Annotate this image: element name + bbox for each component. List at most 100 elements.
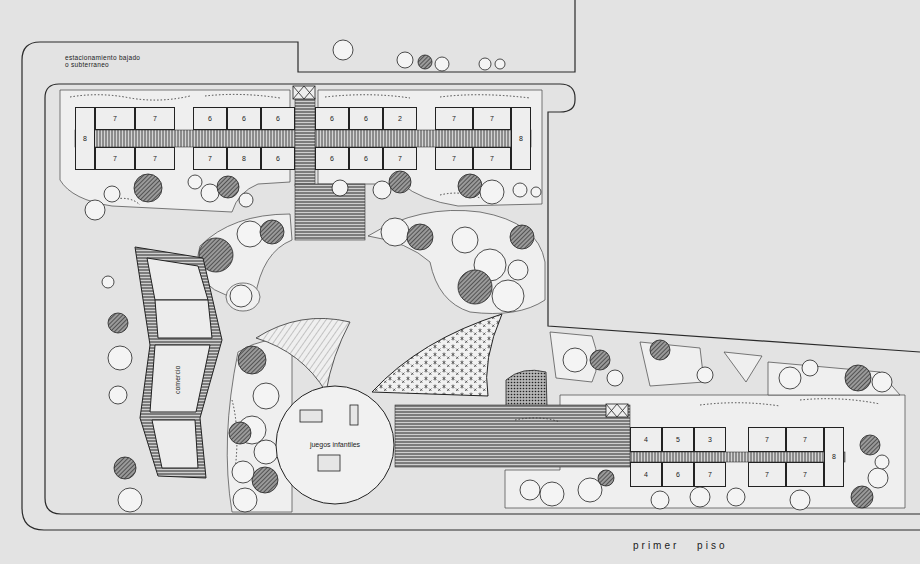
room-number: 7 xyxy=(803,471,807,479)
stair-symbol xyxy=(293,86,315,99)
commerce-outline xyxy=(133,245,223,480)
room-number: 4 xyxy=(644,471,648,479)
room-number: 6 xyxy=(208,115,212,123)
dwelling-room: 7 xyxy=(748,427,786,452)
tree xyxy=(238,346,266,374)
room-number: 8 xyxy=(83,135,87,143)
tree xyxy=(727,488,745,506)
garden-bed xyxy=(724,352,762,382)
shrub-line xyxy=(800,399,880,404)
room-number: 4 xyxy=(644,436,648,444)
dwelling-room: 4 xyxy=(630,427,662,452)
tree xyxy=(520,480,540,500)
shrub-line xyxy=(70,95,190,100)
play-pad xyxy=(350,405,358,425)
garden-bed xyxy=(550,332,597,382)
room-number: 7 xyxy=(765,436,769,444)
tree xyxy=(373,181,391,199)
dwelling-room: 7 xyxy=(95,107,135,130)
hatched-bed xyxy=(256,318,350,392)
room-number: 7 xyxy=(208,155,212,163)
garden-bed xyxy=(226,283,260,311)
tree xyxy=(418,55,432,69)
dwelling-room: 7 xyxy=(786,427,824,452)
tree xyxy=(479,58,491,70)
room-number: 8 xyxy=(832,453,836,461)
paved-plaza xyxy=(295,184,365,240)
stair-symbol xyxy=(606,404,628,417)
tree xyxy=(118,488,142,512)
dwelling-room: 7 xyxy=(95,147,135,170)
tree xyxy=(237,221,263,247)
tree xyxy=(108,313,128,333)
tree xyxy=(651,491,669,509)
dwelling-room: 6 xyxy=(261,147,295,170)
dwelling-room: 6 xyxy=(227,107,261,130)
tree xyxy=(252,467,278,493)
room-number: 7 xyxy=(153,115,157,123)
room-number: 2 xyxy=(398,115,402,123)
tree xyxy=(239,193,253,207)
tree xyxy=(458,270,492,304)
tree xyxy=(229,422,251,444)
tree xyxy=(407,224,433,250)
tree xyxy=(690,487,710,507)
tree xyxy=(875,455,889,469)
dwelling-room: 8 xyxy=(824,427,844,487)
shrub-line xyxy=(515,418,560,422)
stair-symbol xyxy=(606,404,628,417)
dwelling-room: 6 xyxy=(315,147,349,170)
room-number: 6 xyxy=(276,115,280,123)
dwelling-room: 8 xyxy=(227,147,261,170)
tree xyxy=(598,470,614,486)
dwelling-room: 4 xyxy=(630,462,662,487)
tree xyxy=(104,186,120,202)
tree xyxy=(492,280,524,312)
dwelling-room: 3 xyxy=(694,427,726,452)
paved-walk xyxy=(295,98,315,186)
room-number: 7 xyxy=(765,471,769,479)
stair-symbol xyxy=(293,86,315,99)
playground: juegos infantiles xyxy=(275,385,395,505)
tree xyxy=(333,40,353,60)
dwelling-room: 6 xyxy=(193,107,227,130)
shop-unit xyxy=(150,345,210,412)
room-number: 8 xyxy=(242,155,246,163)
dwelling-room: 5 xyxy=(662,427,694,452)
garden-bed xyxy=(640,342,704,386)
tree xyxy=(232,461,254,483)
room-number: 6 xyxy=(276,155,280,163)
tree xyxy=(233,488,257,512)
tree xyxy=(868,468,888,488)
play-pad xyxy=(318,455,340,471)
shrub-line xyxy=(325,95,410,98)
room-number: 6 xyxy=(242,115,246,123)
dwelling-room: 7 xyxy=(473,147,511,170)
dwelling-room: 6 xyxy=(662,462,694,487)
tree xyxy=(134,174,162,202)
floor-label: primer piso xyxy=(632,540,728,552)
tree xyxy=(217,176,239,198)
street-line xyxy=(40,0,575,72)
dwelling-room: 7 xyxy=(786,462,824,487)
tree xyxy=(563,348,587,372)
room-number: 3 xyxy=(708,436,712,444)
tree xyxy=(650,340,670,360)
tree xyxy=(458,174,482,198)
room-number: 8 xyxy=(519,135,523,143)
tree xyxy=(253,383,279,409)
tree xyxy=(389,171,411,193)
tree xyxy=(513,183,527,197)
commerce-building: comercio xyxy=(133,245,223,480)
tree xyxy=(435,57,449,71)
parking-note: estacionamiento bajado o subterraneo xyxy=(64,54,146,69)
play-pad xyxy=(300,410,322,422)
room-number: 7 xyxy=(490,155,494,163)
commerce-outline xyxy=(135,247,222,478)
tree xyxy=(790,490,810,510)
shop-unit xyxy=(155,300,212,338)
playground-outline xyxy=(276,386,394,504)
tree xyxy=(102,276,114,288)
